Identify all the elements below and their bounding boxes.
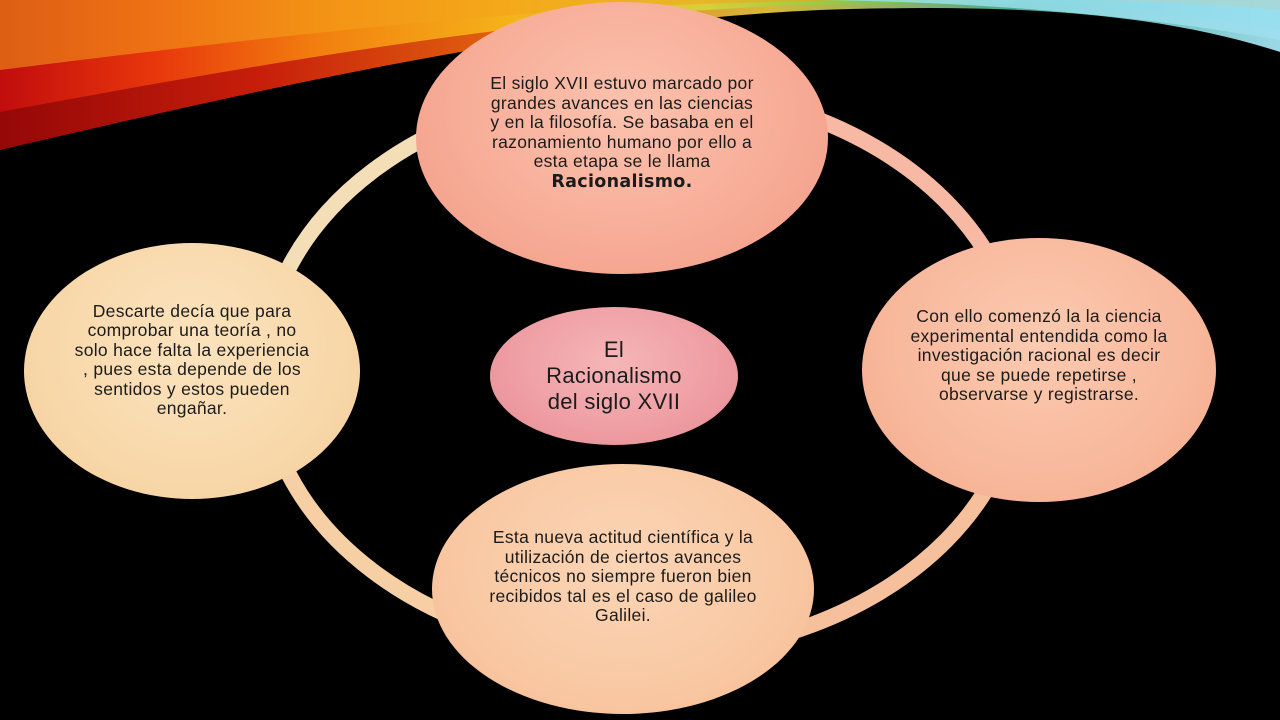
cycle-node-top: El siglo XVII estuvo marcado por grandes… [416, 2, 828, 274]
cycle-node-bottom: Esta nueva actitud científica y la utili… [432, 464, 814, 714]
center-title: El Racionalismo del siglo XVII [546, 337, 682, 415]
center-node: El Racionalismo del siglo XVII [490, 307, 738, 445]
cycle-node-right: Con ello comenzó la la ciencia experimen… [862, 238, 1216, 502]
node-bottom-text: Esta nueva actitud científica y la utili… [489, 527, 757, 626]
cycle-node-left: Descarte decía que para comprobar una te… [24, 243, 360, 499]
center-title-line-2: Racionalismo [546, 363, 682, 388]
node-top-emphasis: Racionalismo. [551, 171, 693, 192]
center-title-line-1: El [603, 337, 625, 362]
center-title-line-3: del siglo XVII [547, 389, 681, 414]
node-top-text: El siglo XVII estuvo marcado por grandes… [490, 73, 754, 171]
node-right-text: Con ello comenzó la la ciencia experimen… [910, 306, 1168, 405]
node-left-text: Descarte decía que para comprobar una te… [74, 300, 310, 418]
